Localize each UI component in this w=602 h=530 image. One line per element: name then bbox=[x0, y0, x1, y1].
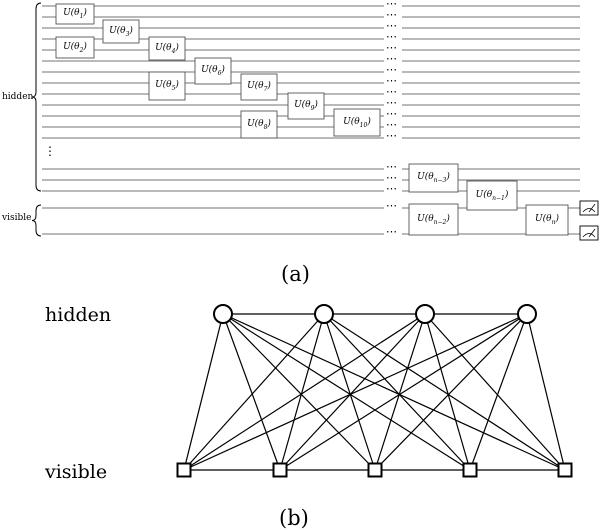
hidden-node-4 bbox=[517, 304, 537, 324]
gate-box-12 bbox=[408, 203, 459, 236]
wire-ellipsis-10: ⋯ bbox=[386, 107, 397, 120]
edge-h1-v4 bbox=[323, 313, 566, 471]
gate-box-14 bbox=[525, 204, 569, 236]
wire-ellipsis-0: ⋯ bbox=[386, 0, 397, 10]
circuit-vertical-ellipsis: ⋮ bbox=[44, 144, 56, 158]
edge-h2-v4 bbox=[424, 313, 566, 471]
wire-ellipsis-17: ⋯ bbox=[386, 225, 397, 238]
gate-box-6 bbox=[194, 57, 232, 85]
edge-h1-v1 bbox=[279, 313, 325, 471]
gate-label-1: U(θ1) bbox=[63, 8, 87, 20]
edge-h0-v2 bbox=[222, 313, 376, 471]
hidden-node-2 bbox=[314, 304, 334, 324]
register-braces bbox=[31, 2, 42, 237]
network-nodes bbox=[176, 304, 573, 478]
gate-box-2 bbox=[55, 36, 95, 59]
edge-h1-v3 bbox=[323, 313, 471, 471]
wire-ellipsis-13: ⋯ bbox=[386, 160, 397, 173]
gate-label-9: U(θ9) bbox=[294, 100, 318, 112]
gate-label-5: U(θ5) bbox=[155, 80, 179, 92]
gate-box-1 bbox=[55, 3, 95, 25]
meter-box-1 bbox=[579, 225, 599, 241]
measurement-meters bbox=[579, 200, 599, 241]
visible-node-3 bbox=[367, 462, 383, 478]
visible-node-5 bbox=[557, 462, 573, 478]
gate-label-10: U(θ10) bbox=[343, 116, 371, 129]
gate-label-8: U(θ8) bbox=[247, 118, 271, 131]
gate-box-13 bbox=[466, 180, 518, 211]
gate-box-10 bbox=[333, 108, 381, 137]
visible-node-2 bbox=[272, 462, 288, 478]
circuit-hidden-label: hidden bbox=[2, 92, 34, 102]
gate-box-7 bbox=[240, 73, 278, 101]
network-visible-label: visible bbox=[45, 461, 108, 483]
gate-box-9 bbox=[287, 92, 325, 120]
caption-b: (b) bbox=[279, 506, 309, 530]
wire-ellipsis-1: ⋯ bbox=[386, 8, 397, 21]
hidden-node-3 bbox=[415, 304, 435, 324]
visible-brace bbox=[31, 204, 42, 237]
wire-ellipsis-12: ⋯ bbox=[386, 129, 397, 142]
meter-needle-0 bbox=[588, 203, 596, 213]
wire-ellipsis-14: ⋯ bbox=[386, 171, 397, 184]
gate-box-3 bbox=[102, 19, 140, 44]
edge-h1-v2 bbox=[323, 313, 376, 471]
gate-box-5 bbox=[148, 71, 186, 101]
hidden-brace bbox=[31, 2, 42, 192]
gate-label-14: U(θn) bbox=[535, 214, 559, 226]
edge-h0-v4 bbox=[222, 313, 566, 471]
edge-h3-v0 bbox=[183, 313, 528, 471]
meter-needle-1 bbox=[588, 228, 596, 238]
hidden-node-1 bbox=[213, 304, 233, 324]
caption-a: (a) bbox=[281, 262, 310, 286]
gate-label-12: U(θn−2) bbox=[417, 213, 450, 226]
circuit-visible-label: visible bbox=[2, 213, 32, 223]
wire-ellipsis-8: ⋯ bbox=[386, 85, 397, 98]
edge-h3-v4 bbox=[526, 313, 566, 471]
edge-h2-v3 bbox=[424, 313, 471, 471]
wire-ellipsis-2: ⋯ bbox=[386, 19, 397, 32]
gate-label-3: U(θ3) bbox=[109, 25, 133, 38]
gate-label-6: U(θ6) bbox=[201, 65, 225, 77]
network-hidden-label: hidden bbox=[45, 304, 112, 326]
gate-label-11: U(θn−3) bbox=[417, 172, 450, 184]
meter-box-0 bbox=[579, 200, 599, 216]
edge-h2-v1 bbox=[279, 313, 426, 471]
wire-ellipsis-4: ⋯ bbox=[386, 41, 397, 54]
wire-ellipsis-16: ⋯ bbox=[386, 199, 397, 212]
wire-ellipsis-15: ⋯ bbox=[386, 182, 397, 195]
gate-label-13: U(θn−1) bbox=[475, 189, 509, 202]
edge-h0-v1 bbox=[222, 313, 281, 471]
edge-h3-v1 bbox=[279, 313, 528, 471]
meter-arc-0 bbox=[582, 208, 596, 213]
wire-ellipsis-3: ⋯ bbox=[386, 30, 397, 43]
wire-ellipsis-6: ⋯ bbox=[386, 63, 397, 76]
network-edges bbox=[183, 313, 566, 471]
wire-ellipsis-9: ⋯ bbox=[386, 96, 397, 109]
edge-h0-v0 bbox=[183, 313, 224, 471]
wire-ellipsis-7: ⋯ bbox=[386, 74, 397, 87]
edge-h0-v3 bbox=[222, 313, 471, 471]
gate-label-4: U(θ4) bbox=[155, 42, 179, 55]
wire-ellipsis-5: ⋯ bbox=[386, 52, 397, 65]
edge-h3-v2 bbox=[374, 313, 528, 471]
circuit-gates bbox=[55, 3, 569, 236]
edge-h2-v2 bbox=[374, 313, 426, 471]
visible-node-1 bbox=[176, 462, 192, 478]
gate-box-4 bbox=[148, 36, 186, 61]
visible-node-4 bbox=[462, 462, 478, 478]
gate-label-7: U(θ7) bbox=[247, 81, 271, 93]
gate-box-11 bbox=[408, 163, 459, 193]
edge-h1-v0 bbox=[183, 313, 325, 471]
gate-label-2: U(θ2) bbox=[63, 41, 87, 54]
gate-box-8 bbox=[240, 110, 278, 139]
meter-arc-1 bbox=[582, 233, 596, 238]
wire-ellipsis-11: ⋯ bbox=[386, 118, 397, 131]
edge-h2-v0 bbox=[183, 313, 426, 471]
edge-h3-v3 bbox=[469, 313, 528, 471]
